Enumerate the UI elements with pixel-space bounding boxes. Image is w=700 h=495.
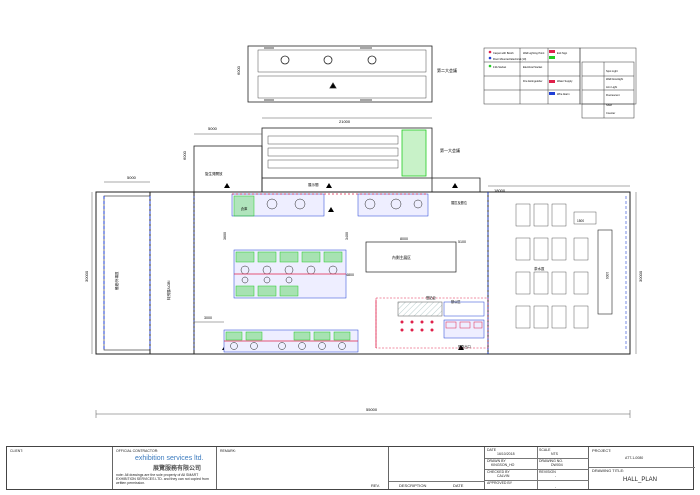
project-cell: PROJECT: ATT-1-0080 DRAWING TITLE: HALL_… [589,447,695,489]
client-cell: CLIENT: [7,447,113,489]
legend-item-1: Carpet with Booth [493,51,514,55]
dim-1000: 1000 [605,272,609,279]
checked-by-label: CHECKED BY [487,470,510,474]
contractor-cell: OFFICIAL CONTRACTOR: exhibition services… [113,447,217,489]
booth-row-bottom [223,329,359,353]
dim-5100: 5100 [458,240,466,244]
drawing-no-value: DW004 [551,463,563,467]
legend-item-7: Exit Sign [557,51,568,55]
dim-18000: 18000 [494,188,506,193]
upper-corridor [193,145,481,193]
legend-item-8: Water Supply [557,79,573,83]
dim-21000: 21000 [339,119,351,124]
dim-4800: 4800 [346,273,354,277]
left-hall-stripes [103,196,195,350]
rev-label: REV. [371,483,380,488]
dim-30000-right: 30000 [638,270,643,282]
revision-table: REV. DESCRIPTION DATE [371,447,485,489]
date-value: 16/10/2018 [497,452,515,456]
approved-value: - [555,485,557,489]
dim-3600: 3600 [223,232,227,240]
legend-right-3: Arm Light [606,85,617,89]
description-label: DESCRIPTION [399,483,427,488]
dim-8000: 8000 [400,237,408,241]
legend-item-6: Fire Extinguisher [523,79,543,83]
storage-label: 倉庫 [241,206,248,211]
drawing-title-label: DRAWING TITLE: [592,468,625,473]
second-meeting-room-label: 第二大会議 [437,67,457,73]
project-label: PROJECT: [592,448,612,453]
booth-cluster-middle [233,249,347,299]
date-label: DATE [453,483,464,488]
booth-area-label: 展區及攤位 [451,200,468,205]
dim-55000: 55000 [366,407,378,412]
dim-5000-left: 5000 [127,175,137,180]
remark-label: REMARK: [220,449,236,453]
drawing-info-cell: DATE 16/10/2018 SCALE NTS DRAWN BY KINGS… [485,447,589,489]
main-hall-walls [95,191,631,355]
main-hall-label: 內側主展区 [392,255,411,260]
checked-by-value: CALVIN [497,474,510,478]
drawing-title-value: HALL_PLAN [623,477,658,483]
legend-right-6: Counter [606,111,615,115]
dim-3400: 3400 [345,232,349,240]
scale-label: SCALE [539,448,551,452]
dim-5000-top: 5000 [208,126,218,131]
dim-30000-left: 30000 [84,270,89,282]
project-value: ATT-1-0080 [625,456,644,460]
company-name-cn: 展覽服務有限公司 [153,466,202,472]
title-block: CLIENT: OFFICIAL CONTRACTOR: exhibition … [6,446,695,490]
office-label: 辦公區 [451,299,461,304]
catering-label: 茶水區 [534,266,545,271]
dim-1500: 1500 [577,219,584,223]
legend-right-5: Shelf [606,103,612,107]
dim-3000: 3000 [204,316,212,320]
reg-area-label: 登記處 [426,295,436,300]
legend-item-9: Wire Alarm [557,92,570,96]
legend-item-3: 13A Socket [493,65,506,69]
first-meeting-room [261,127,433,179]
seating-area-right [515,203,613,329]
main-hall-center [365,241,457,273]
legend-right-1: Spot Light [606,69,618,73]
second-meeting-room [247,45,433,103]
revision-label: REVISION [539,470,556,474]
floor-plan-drawing: 第二大会議 6000 Carpet with Booth Floor Mount… [84,45,643,418]
date-field-label: DATE [487,448,497,452]
copyright-note: note: All drawings are the sole property… [116,473,209,485]
remark-cell: REMARK: [217,447,389,489]
drawn-by-label: DRAWN BY [487,459,506,463]
legend-right-4: Fluorescent [606,93,620,97]
client-label: CLIENT: [10,449,24,453]
approved-label: APPROVED BY [487,481,513,485]
legend-item-4: Wall Lighting Point [523,51,545,55]
drawing-no-label: DRAWING NO. [539,459,563,463]
registration-zone [375,297,489,349]
booth-row-top [231,193,429,217]
company-name-en: exhibition services ltd. [135,455,204,462]
catering-left-label: 餐廳/外場區 [114,271,119,290]
revision-value: - [555,474,557,478]
fire-exit-left-label: 旋生発開放 [205,171,223,176]
exhibition-area-label: 特別展/LOBI [166,281,171,300]
scale-value: NTS [551,452,558,456]
drawn-by-value: KINGSON_HO [491,463,515,467]
official-contractor-label: OFFICIAL CONTRACTOR: [116,449,159,453]
dim-6000-top: 6000 [236,65,241,75]
display-area-label: 展示間 [308,182,319,187]
legend-right-2: Wall Downlight [606,77,623,81]
legend-item-5: Electrical Socket [523,65,542,69]
legend-box [483,47,637,119]
first-meeting-room-label: 第一大会議 [440,147,460,153]
legend-item-2: Floor Mounted Electrical (10) [493,57,526,61]
fire-exit-mid-label: 緊急出口 [458,344,471,349]
dim-6000-left: 6000 [182,150,187,160]
